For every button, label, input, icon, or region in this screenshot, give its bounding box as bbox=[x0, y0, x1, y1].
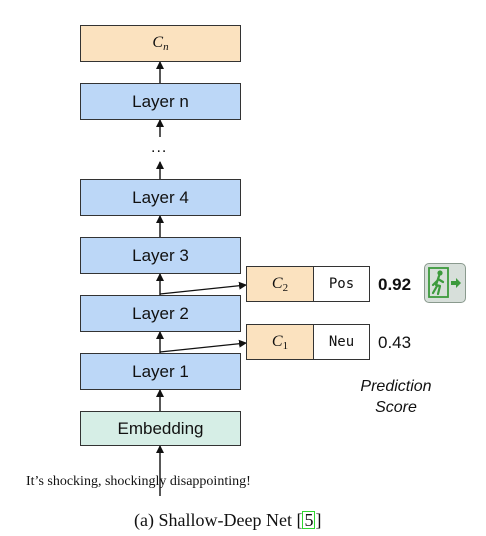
input-sentence: It’s shocking, shockingly disappointing! bbox=[26, 474, 251, 489]
ellipsis: ... bbox=[151, 139, 168, 156]
classifier-c2-score: 0.92 bbox=[378, 275, 412, 294]
classifier-c2-label: Pos bbox=[313, 266, 370, 302]
layer-n-box: Layer n bbox=[80, 83, 241, 120]
prediction-score-label: Prediction Score bbox=[336, 376, 456, 418]
caption-text: (a) Shallow-Deep Net [ bbox=[134, 510, 303, 530]
arrow-to-c1 bbox=[159, 339, 247, 353]
cn-symbol: Cn bbox=[152, 34, 169, 53]
output-classifier-cn: Cn bbox=[80, 25, 241, 62]
layer-4-box: Layer 4 bbox=[80, 179, 241, 216]
layer-3-box: Layer 3 bbox=[80, 237, 241, 274]
embedding-box: Embedding bbox=[80, 411, 241, 446]
arrow-to-c2 bbox=[159, 281, 247, 295]
layer-2-box: Layer 2 bbox=[80, 295, 241, 332]
exit-figure-graphic bbox=[428, 267, 461, 298]
prediction-label-line1: Prediction bbox=[360, 378, 432, 395]
c2-symbol: C2 bbox=[271, 274, 289, 294]
c1-symbol: C1 bbox=[271, 332, 289, 352]
exit-door-icon bbox=[424, 263, 466, 303]
classifier-c2: C2 bbox=[246, 266, 314, 302]
classifier-c1-score: 0.43 bbox=[378, 333, 412, 352]
citation-link[interactable]: 5 bbox=[302, 510, 316, 530]
caption-close: ] bbox=[315, 510, 322, 530]
figure-caption: (a) Shallow-Deep Net [5] bbox=[134, 510, 321, 531]
classifier-c1-label: Neu bbox=[313, 324, 370, 360]
layer-1-box: Layer 1 bbox=[80, 353, 241, 390]
prediction-label-line2: Score bbox=[375, 399, 417, 416]
classifier-c1: C1 bbox=[246, 324, 314, 360]
